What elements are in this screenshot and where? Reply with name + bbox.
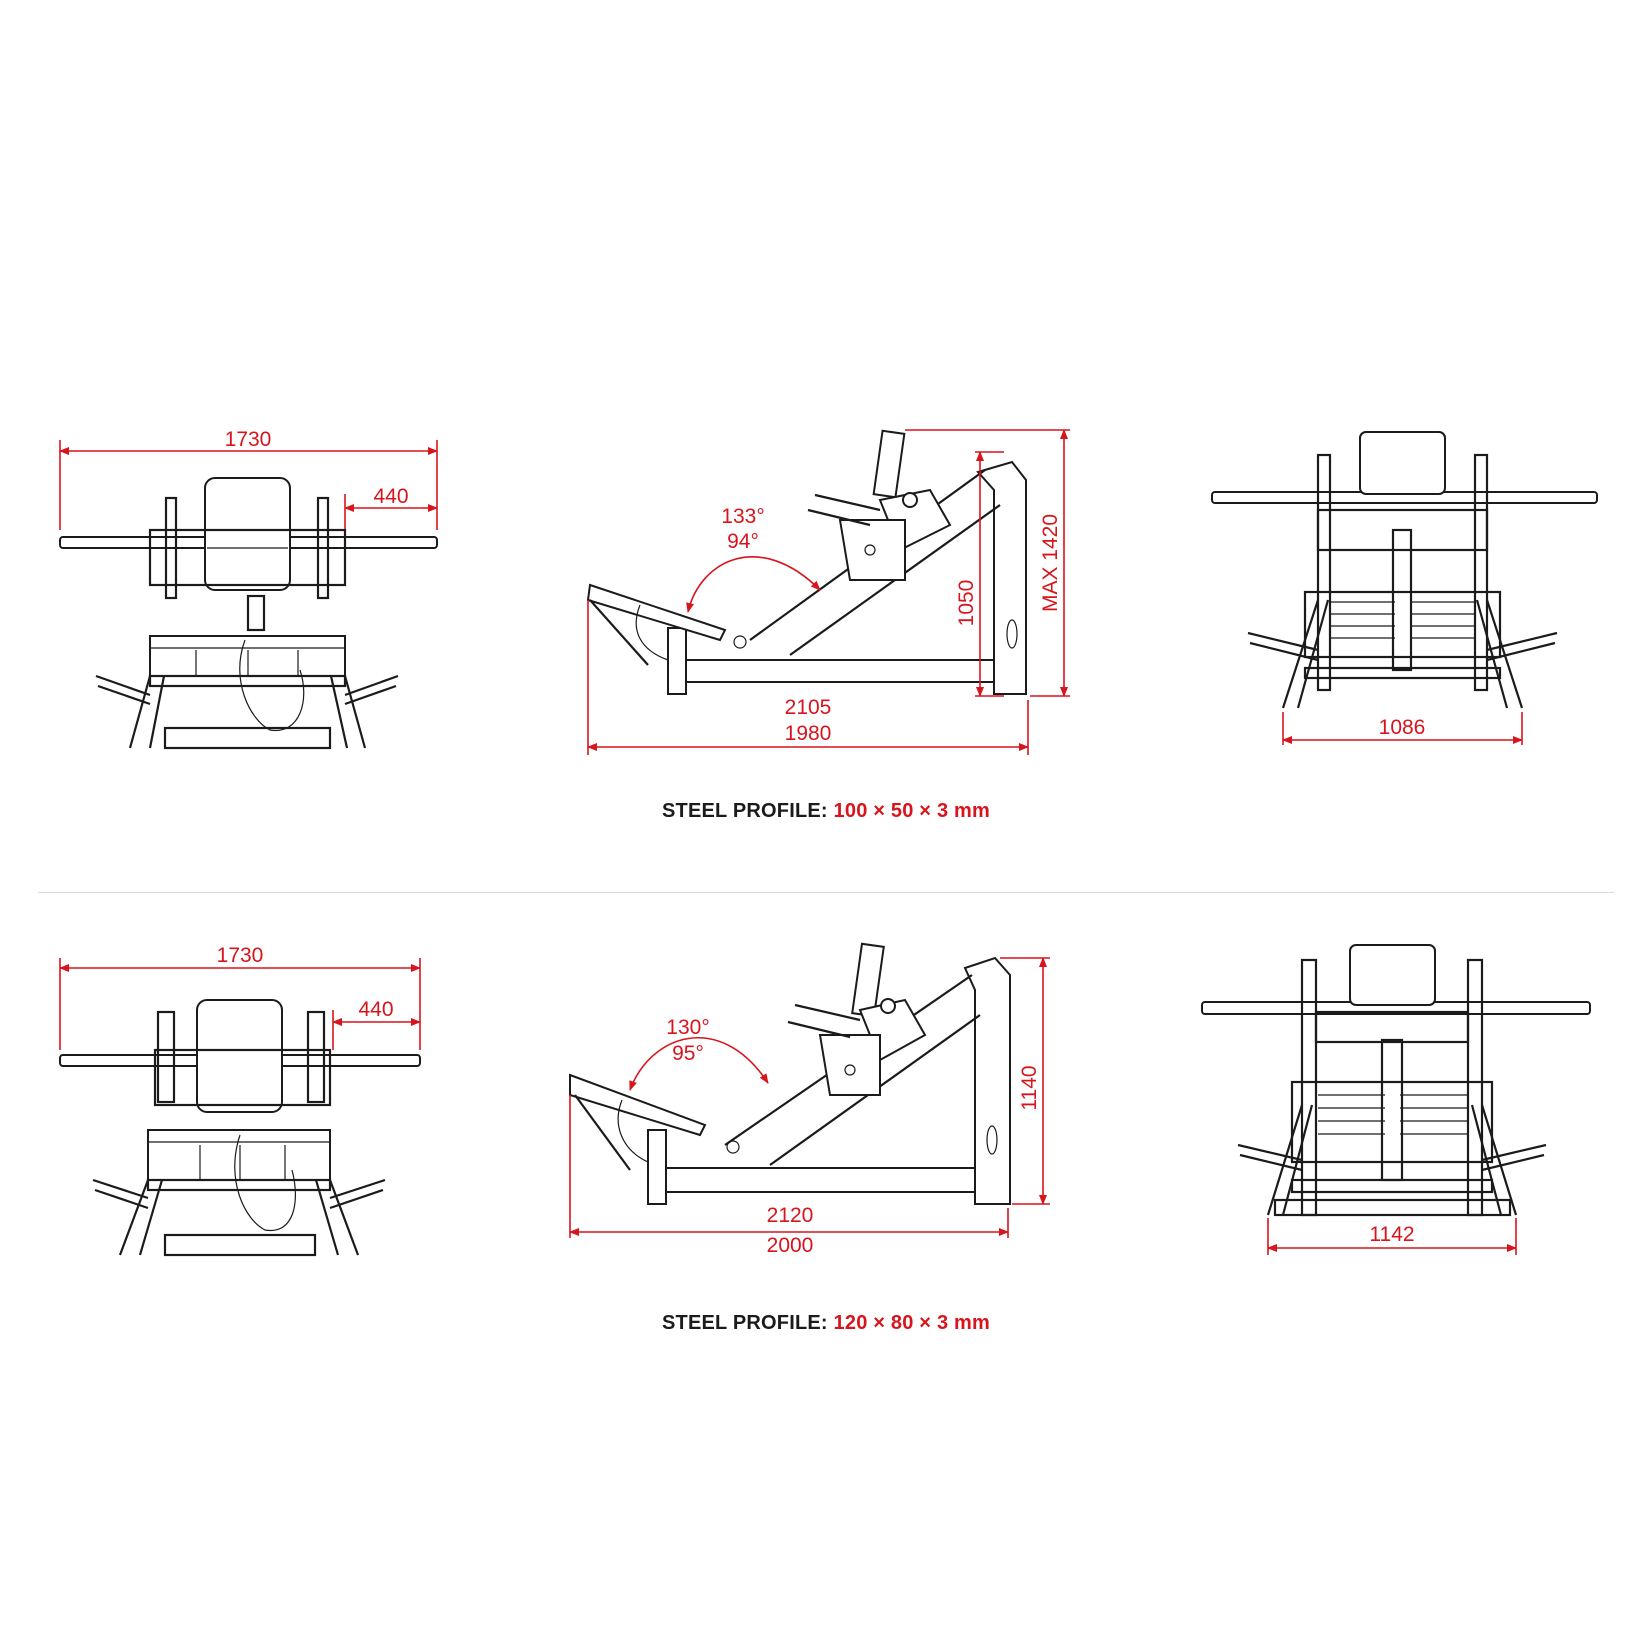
angle-open-label: 133° [721,505,764,528]
length-inner-label: 1980 [785,722,832,745]
bar-length-label: 440 [373,485,408,508]
seat-back-pad [204,477,291,591]
rear-view-1: 1086 [1211,431,1598,745]
side-view-1: 133° 94° 1050 MAX 1420 2105 1980 [586,429,1070,755]
steel-profile-value: 100 × 50 × 3 mm [833,800,990,822]
height-label: 1140 [1018,1065,1041,1110]
steel-profile-caption-2: STEEL PROFILE: 120 × 80 × 3 mm [0,1312,1652,1335]
angle-closed-label: 94° [727,530,759,553]
steel-profile-caption-1: STEEL PROFILE: 100 × 50 × 3 mm [0,800,1652,823]
height-label: 1050 [955,580,978,627]
section-divider [38,892,1614,893]
bar-length-label: 440 [358,998,393,1021]
length-outer-label: 2120 [767,1204,814,1227]
rear-width-label: 1086 [1379,716,1426,739]
overall-width-label: 1730 [217,944,264,967]
side-base-rail [667,659,1019,683]
seat-angle-arc [686,556,821,613]
steel-profile-label: STEEL PROFILE: [662,1312,828,1334]
side-base-rail [647,1167,989,1193]
rear-view-2: 1142 [1201,944,1591,1255]
max-height-label: MAX 1420 [1039,514,1062,612]
rear-backrest [1349,944,1436,1006]
rear-backrest [1359,431,1446,495]
side-view-2: 130° 95° 1140 2120 2000 [569,942,1050,1257]
side-footplate [586,583,727,642]
angle-open-label: 130° [666,1016,709,1039]
front-view-2: 1730 440 [59,944,421,1257]
rear-width-label: 1142 [1369,1223,1414,1246]
steel-profile-value: 120 × 80 × 3 mm [833,1312,990,1334]
front-view-1: 1730 440 [59,428,438,750]
angle-closed-label: 95° [672,1042,704,1065]
rear-upright [976,460,1027,695]
seat-back-pad [196,999,283,1113]
rear-upright [963,956,1011,1205]
side-backrest [872,429,906,499]
steel-profile-label: STEEL PROFILE: [662,800,828,822]
length-inner-label: 2000 [767,1234,814,1257]
side-footplate [569,1073,707,1137]
seat-angle-arc [629,1037,769,1091]
overall-width-label: 1730 [225,428,272,451]
length-outer-label: 2105 [785,696,832,719]
